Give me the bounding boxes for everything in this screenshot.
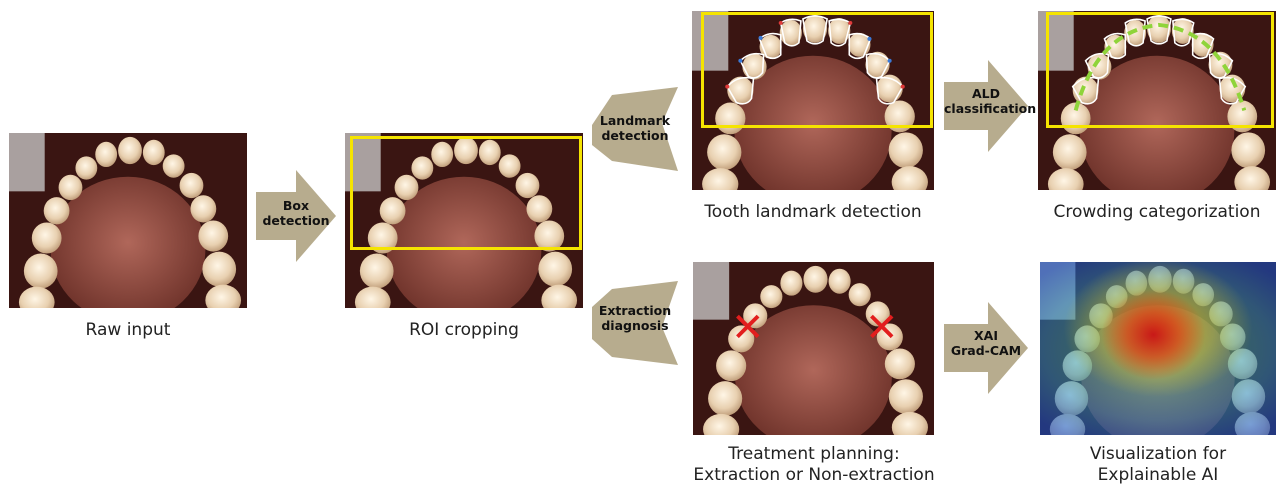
gradcam-heatmap-overlay	[1040, 262, 1276, 435]
landmark-detection-image	[692, 11, 934, 190]
extraction-mark-right: ✕	[865, 308, 899, 348]
box-detection-label: Box detection	[256, 198, 336, 228]
gradcam-image	[1040, 262, 1276, 435]
roi-bounding-box	[350, 136, 582, 250]
roi-cropping-image	[345, 133, 583, 308]
ald-classification-arrow: ALD classification	[944, 60, 1028, 152]
caption-treatment: Treatment planning: Extraction or Non-ex…	[680, 444, 948, 486]
landmark-roi-box	[701, 12, 933, 128]
treatment-planning-image: ✕ ✕	[693, 262, 934, 435]
extraction-diagnosis-label: Extraction diagnosis	[592, 303, 678, 333]
ald-classification-label: ALD classification	[944, 86, 1028, 116]
caption-crowding: Crowding categorization	[1038, 202, 1276, 223]
xai-gradcam-arrow: XAI Grad-CAM	[944, 302, 1028, 394]
xai-gradcam-label: XAI Grad-CAM	[944, 328, 1028, 358]
crowding-image	[1038, 11, 1276, 190]
landmark-detection-label: Landmark detection	[592, 113, 678, 143]
raw-input-image	[9, 133, 247, 308]
caption-visualization: Visualization for Explainable AI	[1040, 444, 1276, 486]
extraction-mark-left: ✕	[731, 308, 765, 348]
caption-roi-cropping: ROI cropping	[345, 320, 583, 341]
landmark-detection-arrow: Landmark detection	[592, 85, 678, 177]
caption-tooth-landmark: Tooth landmark detection	[692, 202, 934, 223]
extraction-diagnosis-arrow: Extraction diagnosis	[592, 275, 678, 367]
box-detection-arrow: Box detection	[256, 170, 336, 262]
caption-raw-input: Raw input	[9, 320, 247, 341]
crowding-roi-box	[1046, 12, 1274, 128]
